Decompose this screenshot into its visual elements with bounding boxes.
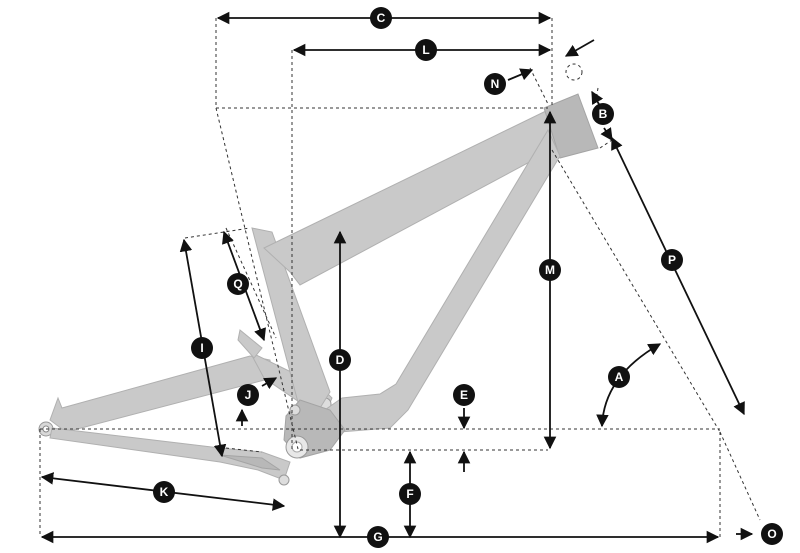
badge-d-label: D bbox=[336, 353, 345, 367]
badge-g-label: G bbox=[373, 530, 382, 544]
badge-q-label: Q bbox=[233, 277, 242, 291]
badge-d: D bbox=[329, 349, 351, 371]
badge-o-label: O bbox=[767, 527, 776, 541]
badge-q: Q bbox=[227, 273, 249, 295]
badge-o: O bbox=[761, 523, 783, 545]
badge-b-label: B bbox=[599, 107, 608, 121]
bike-frame bbox=[38, 93, 599, 486]
badge-l: L bbox=[415, 39, 437, 61]
badge-f-label: F bbox=[406, 487, 413, 501]
badge-c-label: C bbox=[377, 11, 386, 25]
badge-m-label: M bbox=[545, 263, 555, 277]
badge-e: E bbox=[453, 384, 475, 406]
badge-g: G bbox=[367, 526, 389, 548]
dim-line-p bbox=[611, 136, 745, 416]
badge-c: C bbox=[370, 7, 392, 29]
seat-tube bbox=[251, 227, 331, 411]
badge-f: F bbox=[399, 483, 421, 505]
dim-line-a bbox=[596, 343, 662, 428]
dim-line-b bbox=[591, 90, 604, 107]
chain-stay bbox=[49, 427, 291, 481]
badge-i: I bbox=[191, 337, 213, 359]
badge-e-label: E bbox=[460, 388, 468, 402]
badge-n-label: N bbox=[491, 77, 500, 91]
dim-line-n bbox=[507, 68, 534, 81]
badge-k-label: K bbox=[160, 485, 169, 499]
dimension-badges: C L N B P M Q I D A E J bbox=[153, 7, 783, 548]
badge-j-label: J bbox=[245, 388, 252, 402]
guide-lines bbox=[39, 18, 761, 537]
badge-p-label: P bbox=[668, 253, 676, 267]
badge-a-label: A bbox=[615, 370, 624, 384]
badge-n: N bbox=[484, 73, 506, 95]
badge-j: J bbox=[237, 384, 259, 406]
dimension-lines bbox=[40, 11, 754, 544]
badge-k: K bbox=[153, 481, 175, 503]
badge-b: B bbox=[592, 103, 614, 125]
badge-m: M bbox=[539, 259, 561, 281]
badge-i-label: I bbox=[200, 341, 203, 355]
badge-p: P bbox=[661, 249, 683, 271]
badge-a: A bbox=[608, 366, 630, 388]
badge-l-label: L bbox=[422, 43, 429, 57]
